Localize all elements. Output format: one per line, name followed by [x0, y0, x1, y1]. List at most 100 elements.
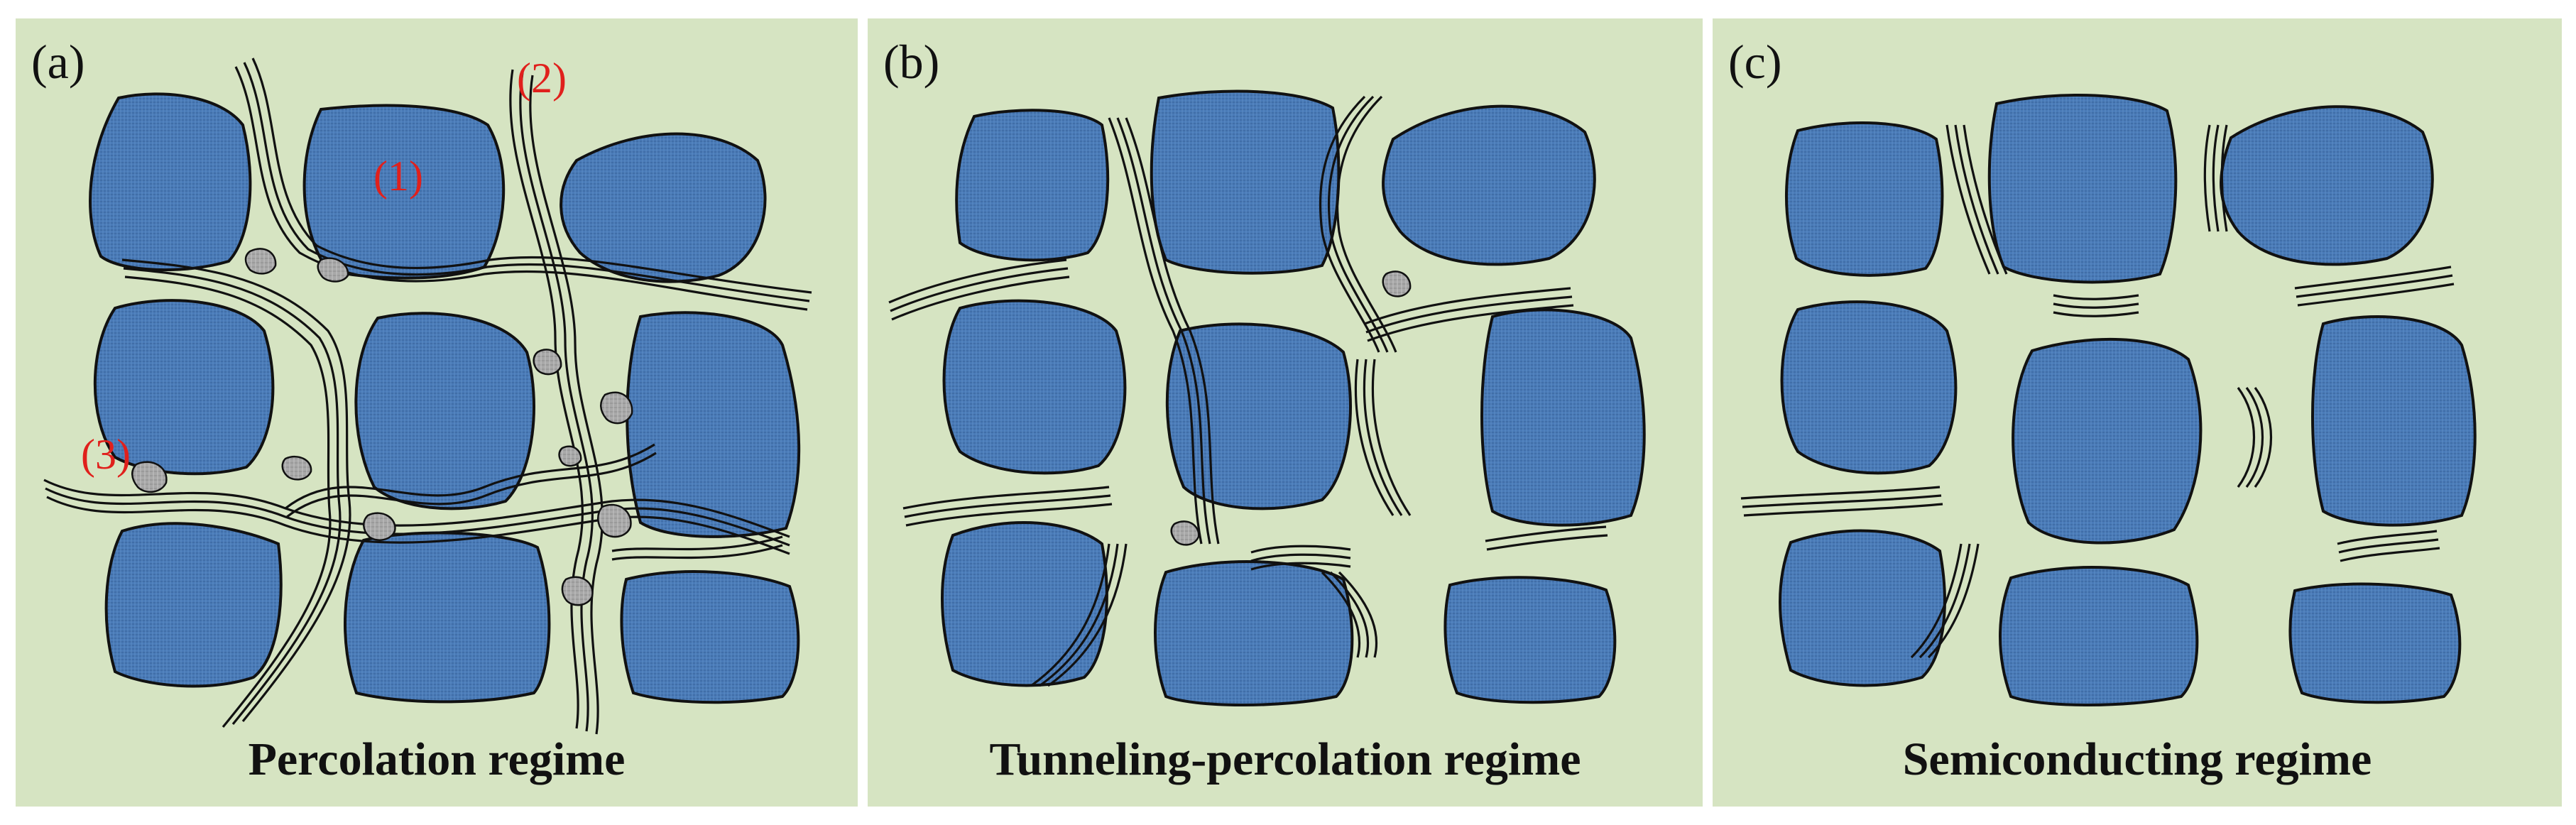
fiber-bundle [1363, 359, 1403, 516]
fiber-bundle [2212, 124, 2220, 232]
fiber-bundle [1486, 534, 1608, 551]
fiber-bundle [1047, 543, 1128, 687]
panel-label: (a) [31, 35, 85, 89]
grain [89, 92, 252, 272]
fiber-bundle [1030, 543, 1110, 687]
callout-label: (3) [81, 431, 131, 478]
panel-caption: Percolation regime [248, 733, 626, 785]
fiber-bundle [890, 267, 1069, 312]
grain [2311, 315, 2477, 527]
fiber-bundle [1963, 124, 2008, 275]
fiber-bundle [904, 494, 1111, 518]
fiber-bundle [234, 66, 808, 311]
panel-b-diagram [888, 89, 1646, 706]
fiber-bundle [1329, 571, 1370, 658]
fiber-bundle [1321, 571, 1361, 658]
fiber-bundle [285, 443, 655, 510]
grain [1480, 308, 1646, 527]
grain [354, 312, 535, 510]
panel-caption: Tunneling-percolation regime [989, 733, 1581, 785]
fiber-bundle [519, 72, 594, 732]
filler-particle [131, 461, 168, 493]
fiber-bundle [1740, 486, 1941, 500]
fiber-bundle [43, 479, 790, 538]
panel-c: (c) Semiconducting regime [1713, 18, 2562, 807]
fiber-bundle [888, 258, 1067, 304]
fiber-bundle [121, 258, 351, 723]
filler-particle [1170, 520, 1200, 546]
fiber-bundle [905, 503, 1113, 527]
fiber-bundle [243, 62, 810, 302]
fiber-bundle [509, 69, 584, 729]
panel-label: (b) [883, 35, 940, 89]
fiber-bundle [1125, 117, 1220, 545]
grain [1165, 322, 1352, 510]
fiber-bundle [1365, 295, 1573, 334]
fiber-bundle [1954, 124, 1999, 275]
panel-a-diagram [43, 58, 812, 735]
fiber-bundle [1108, 117, 1203, 545]
filler-particle [561, 576, 594, 606]
fiber-bundle [1319, 95, 1380, 353]
fiber-bundle [2337, 530, 2438, 545]
grain [1780, 300, 1958, 475]
fiber-bundle [2053, 311, 2139, 317]
fiber-bundle [1371, 359, 1412, 516]
fiber-bundle [902, 486, 1110, 510]
fiber-bundle [2254, 387, 2272, 488]
fiber-bundle [1945, 124, 1991, 275]
fiber-bundle [1743, 503, 1943, 517]
fiber-bundle [2338, 538, 2439, 554]
fiber-bundle [45, 487, 790, 547]
fiber-bundle [891, 275, 1070, 321]
fiber-bundle [1367, 304, 1574, 342]
fiber-bundle [2340, 547, 2440, 562]
grain [2012, 337, 2203, 545]
fiber-bundle [1328, 95, 1389, 353]
grain [1443, 576, 1617, 704]
fiber-bundle [1364, 287, 1571, 325]
grain [104, 522, 283, 688]
fiber-bundle [2296, 274, 2453, 298]
grain [1382, 104, 1596, 266]
filler-particle [1382, 271, 1412, 297]
fiber-bundle [2237, 387, 2255, 488]
fiber-bundle [1742, 494, 1942, 508]
fiber-bundle [2053, 302, 2139, 309]
filler-particle [597, 503, 632, 538]
filler-particle [558, 445, 582, 467]
filler-particle [600, 391, 633, 425]
fiber-bundle [1485, 525, 1607, 542]
grain [93, 299, 275, 476]
fiber-bundle [2297, 283, 2455, 307]
fiber-bundle [1354, 359, 1395, 516]
panel-caption: Semiconducting regime [1902, 733, 2372, 785]
grain [1999, 566, 2199, 706]
grain [620, 570, 800, 704]
fiber-bundle [2245, 387, 2264, 488]
fiber-bundle [1919, 543, 1971, 659]
fiber-bundle [1250, 545, 1351, 554]
fiber-bundle [1250, 562, 1351, 571]
panel-label: (c) [1728, 35, 1782, 89]
fiber-bundle [1039, 543, 1119, 687]
grain [2288, 582, 2462, 704]
fiber-bundle [1116, 117, 1211, 545]
grain [560, 132, 767, 283]
filler-particle [533, 349, 562, 376]
fiber-bundle [1927, 543, 1980, 659]
grain [1154, 560, 1354, 706]
fiber-bundle [1338, 571, 1378, 658]
fiber-bundle [123, 267, 342, 726]
grain [2220, 105, 2434, 266]
fiber-bundle [2203, 124, 2211, 232]
fiber-bundle [2220, 124, 2228, 232]
fiber-bundle [251, 58, 812, 294]
filler-particle [281, 455, 312, 481]
fiber-bundle [1250, 553, 1351, 562]
grain [1150, 89, 1341, 275]
fiber-bundle [1910, 543, 1963, 659]
fiber-bundle [2053, 294, 2139, 300]
grain [1987, 94, 2178, 284]
panel-c-diagram [1740, 94, 2477, 706]
